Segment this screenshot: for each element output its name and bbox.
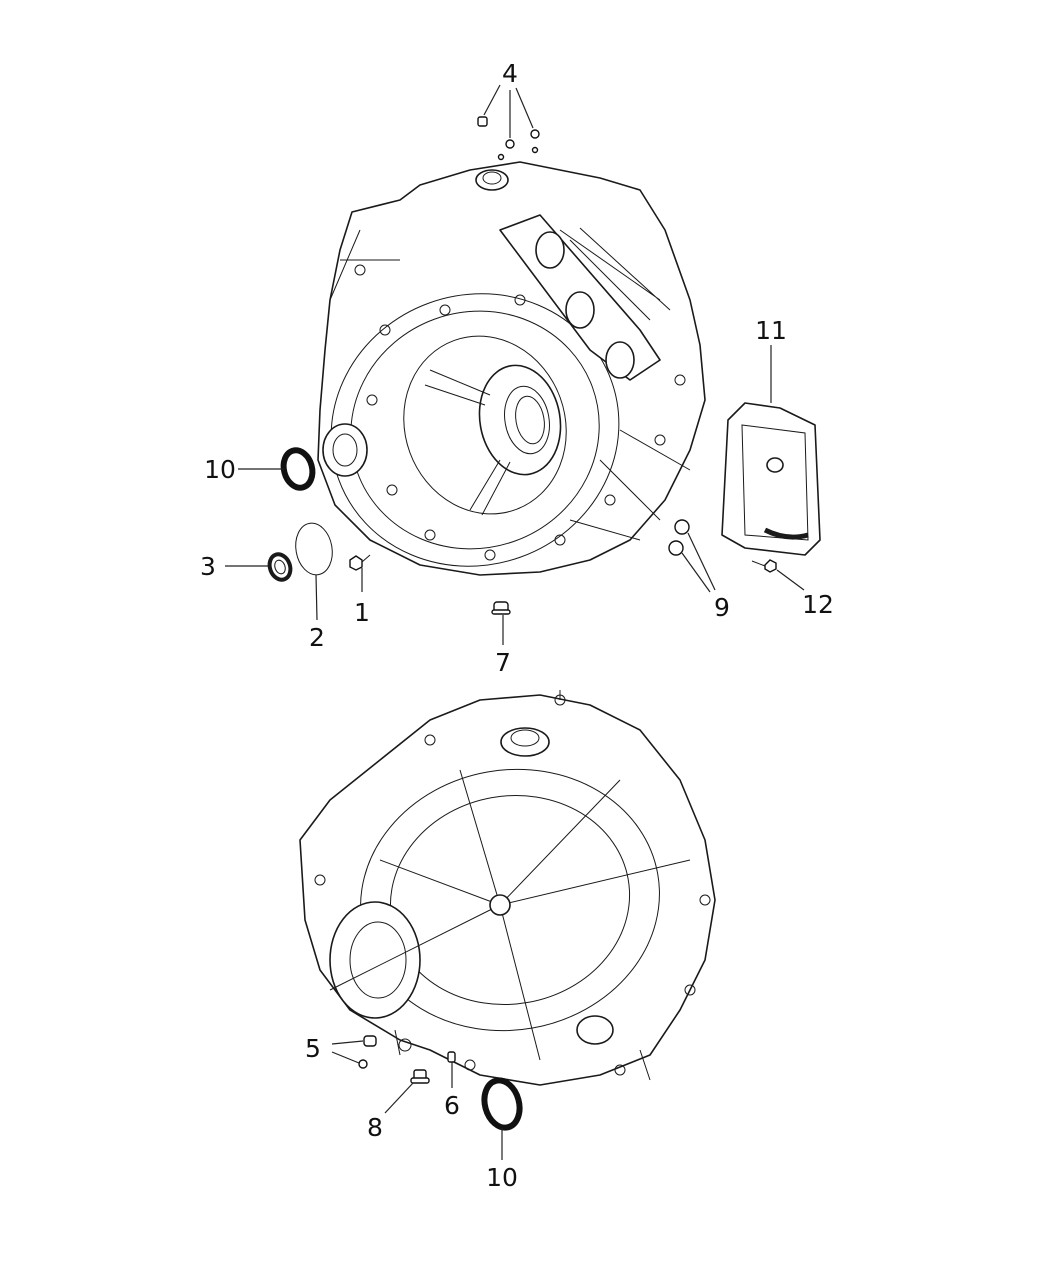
callout-6: 6 (444, 1091, 460, 1120)
part-10-seal-lower (481, 1077, 523, 1131)
callout-9: 9 (714, 593, 730, 622)
callout-7: 7 (495, 648, 511, 677)
part-7-plug (491, 601, 511, 615)
part-11-oil-cooler (721, 402, 821, 556)
part-1-bolt (349, 554, 371, 571)
part-6-fitting (447, 1051, 456, 1063)
callouts: 1 2 3 4 5 6 7 8 9 10 11 12 10 (200, 59, 834, 1192)
part-10-seal-upper (280, 447, 316, 491)
leader-lines (225, 84, 805, 1160)
callout-10-lower: 10 (486, 1163, 518, 1192)
part-2-o-ring (295, 522, 333, 576)
part-12-bolt (751, 559, 777, 573)
part-5-plugs (358, 1035, 377, 1069)
callout-10-upper: 10 (204, 455, 236, 484)
part-9-plugs (668, 519, 690, 556)
transmission-case-rear (299, 690, 716, 1086)
callout-11: 11 (755, 316, 787, 345)
callout-1: 1 (354, 598, 370, 627)
callout-12: 12 (802, 590, 834, 619)
callout-2: 2 (309, 623, 325, 652)
callout-5: 5 (305, 1034, 321, 1063)
callout-3: 3 (200, 552, 216, 581)
transmission-case-front (317, 161, 706, 576)
part-4-fasteners (477, 116, 540, 161)
callout-4: 4 (502, 59, 518, 88)
callout-8: 8 (367, 1113, 383, 1142)
part-3-seal (267, 552, 293, 582)
part-8-drain-plug (410, 1069, 430, 1084)
